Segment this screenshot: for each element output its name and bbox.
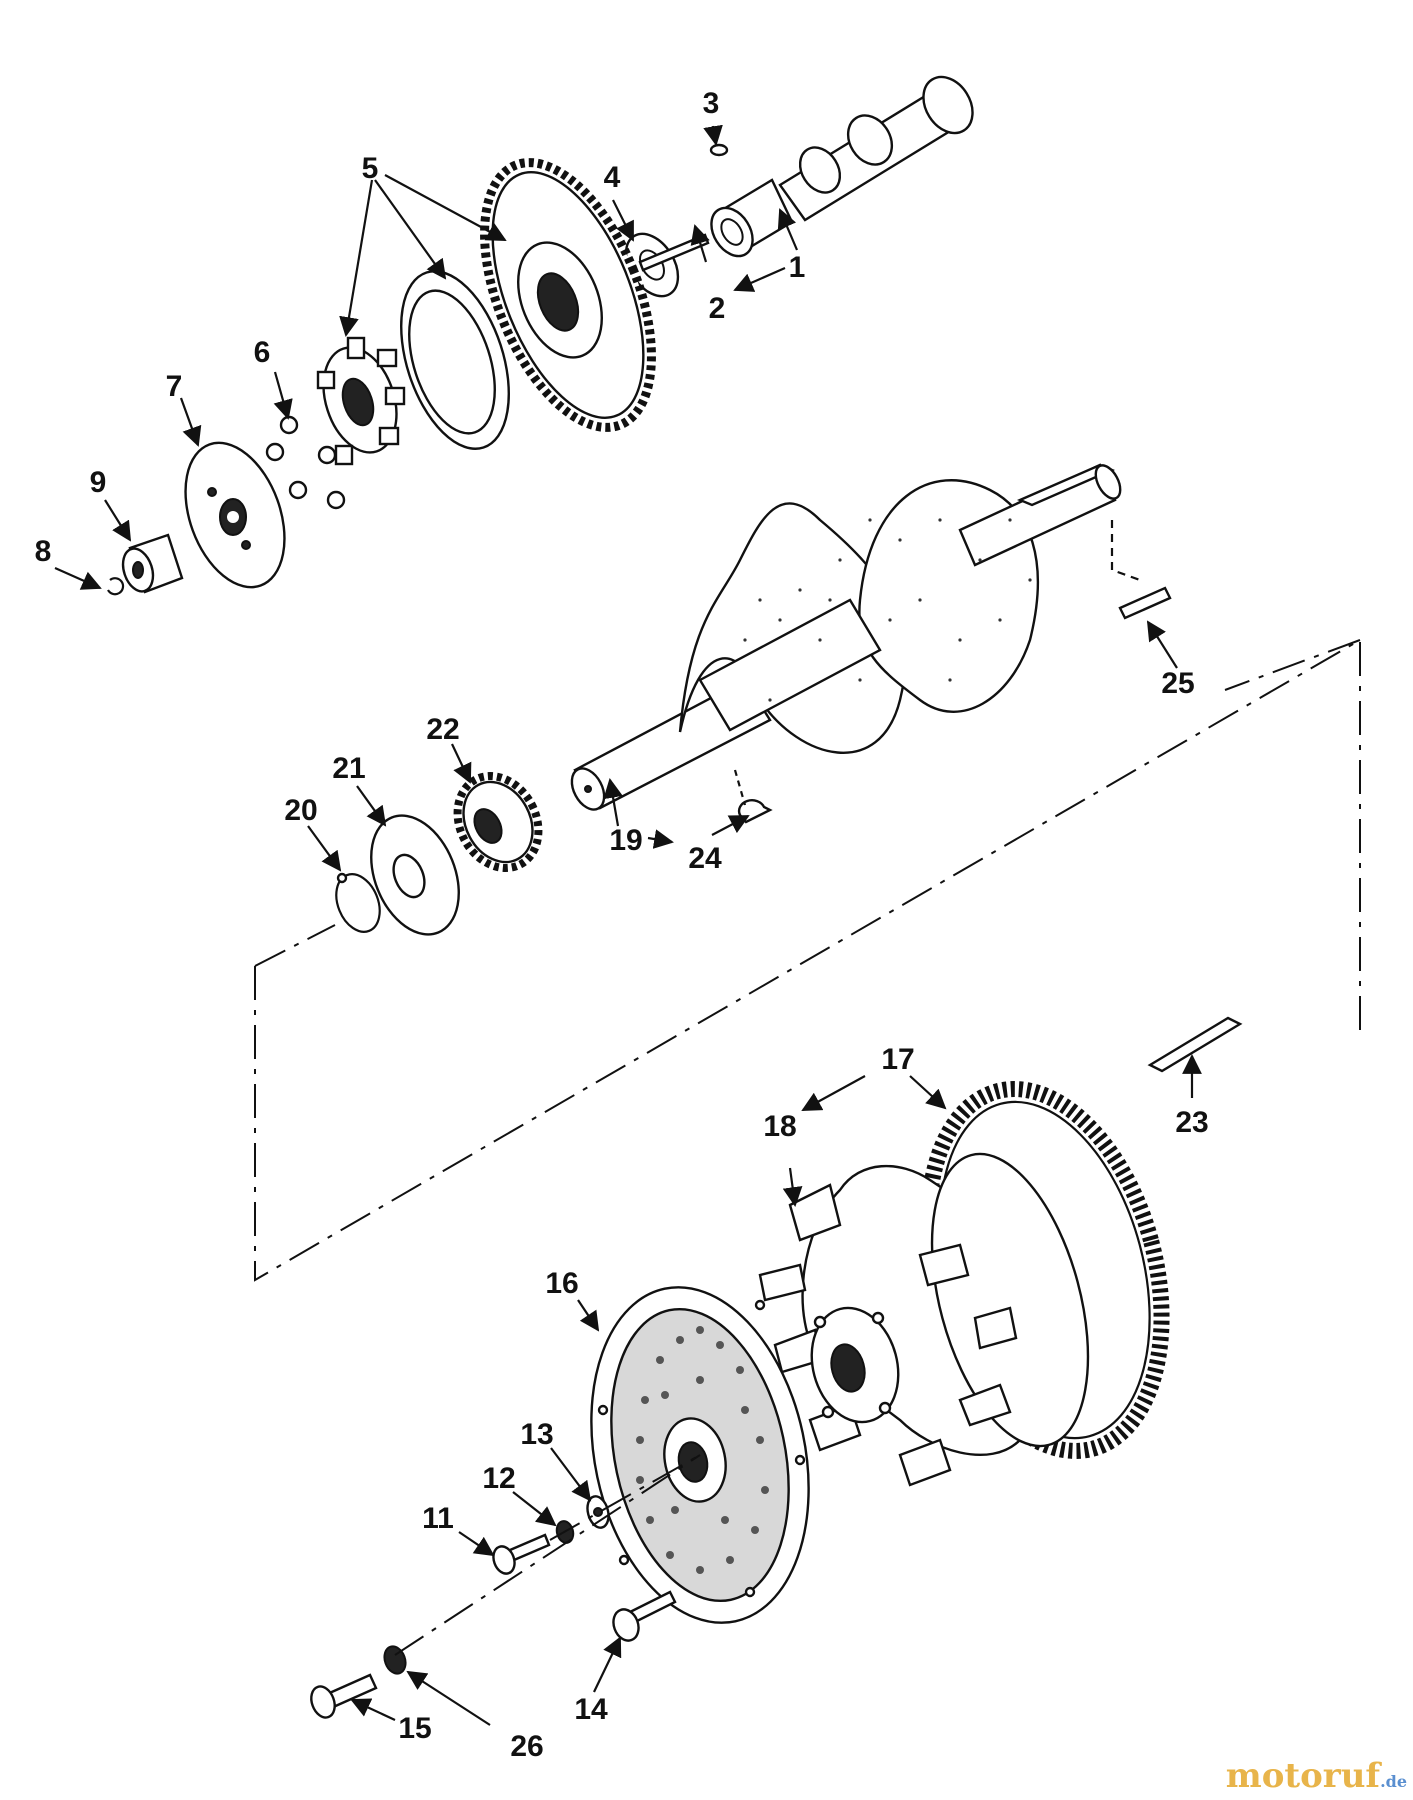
- callout-20: 20: [284, 794, 317, 827]
- flywheel-key: [1147, 1016, 1243, 1073]
- callout-4: 4: [604, 161, 621, 194]
- washer: [586, 1495, 610, 1529]
- callout-14: 14: [574, 1693, 608, 1726]
- callout-7: 7: [166, 370, 183, 403]
- callout-13: 13: [520, 1418, 553, 1451]
- callout-12: 12: [482, 1462, 515, 1495]
- callout-8: 8: [35, 535, 52, 568]
- screw: [492, 1533, 551, 1575]
- crankshaft-gear: [453, 772, 543, 872]
- callout-21: 21: [332, 752, 365, 785]
- cam-gear: [480, 158, 656, 432]
- callout-17: 17: [881, 1043, 914, 1076]
- callout-22: 22: [426, 713, 459, 746]
- site-watermark: motoruf.de: [1226, 1756, 1407, 1796]
- governor-spider: [316, 336, 406, 466]
- callout-18: 18: [763, 1110, 796, 1143]
- small-pin: [709, 143, 729, 157]
- callout-25: 25: [1161, 667, 1194, 700]
- callout-23: 23: [1175, 1106, 1208, 1139]
- governor-cup: [121, 533, 184, 594]
- governor-plate: [184, 441, 286, 589]
- camshaft: [710, 75, 974, 258]
- leader-lines: [54, 124, 1202, 1726]
- screen-screw: [612, 1590, 677, 1642]
- callout-labels: 1 2 3 4 5 6 7 8 9 11 12 13 14 15 16 17 1…: [35, 87, 1209, 1763]
- flywheel: [758, 1152, 1090, 1487]
- crankshaft-thrust-washer: [370, 814, 460, 936]
- callout-24: 24: [688, 842, 722, 875]
- watermark-suffix: .de: [1380, 1772, 1407, 1791]
- callout-15: 15: [398, 1712, 431, 1745]
- flywheel-screw: [310, 1673, 378, 1719]
- governor-balls: [265, 415, 346, 510]
- assembly-frame: [254, 638, 1361, 1282]
- callout-6: 6: [254, 336, 271, 369]
- callout-2: 2: [709, 292, 726, 325]
- flywheel-screw-washer: [383, 1645, 407, 1675]
- callout-26: 26: [510, 1730, 543, 1763]
- callout-11: 11: [422, 1502, 454, 1535]
- retaining-ring: [107, 577, 125, 596]
- callout-5: 5: [362, 152, 379, 185]
- callout-9: 9: [90, 466, 107, 499]
- callout-19: 19: [609, 824, 642, 857]
- watermark-text: motoruf: [1225, 1756, 1381, 1796]
- snap-ring: [335, 872, 381, 933]
- crankshaft: [570, 463, 1122, 811]
- callout-3: 3: [703, 87, 720, 120]
- crankshaft-key: [1118, 586, 1172, 620]
- callout-16: 16: [545, 1267, 578, 1300]
- camshaft-bearing-sleeve: [710, 178, 794, 258]
- callout-1: 1: [789, 251, 806, 284]
